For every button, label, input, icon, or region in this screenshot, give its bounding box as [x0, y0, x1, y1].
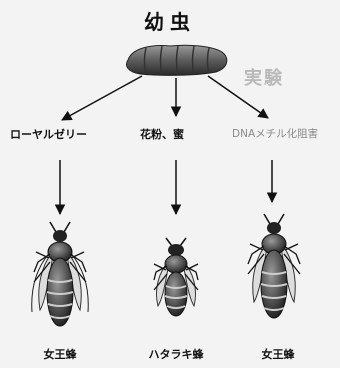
larva-icon: [127, 45, 227, 75]
queen-bee-icon: [32, 222, 89, 326]
queen-bee-icon: [248, 214, 300, 318]
worker-bee-icon: [154, 238, 198, 316]
arrow-to-dna-inhibitor: [208, 76, 268, 118]
arrow-to-royal-jelly: [62, 76, 142, 120]
